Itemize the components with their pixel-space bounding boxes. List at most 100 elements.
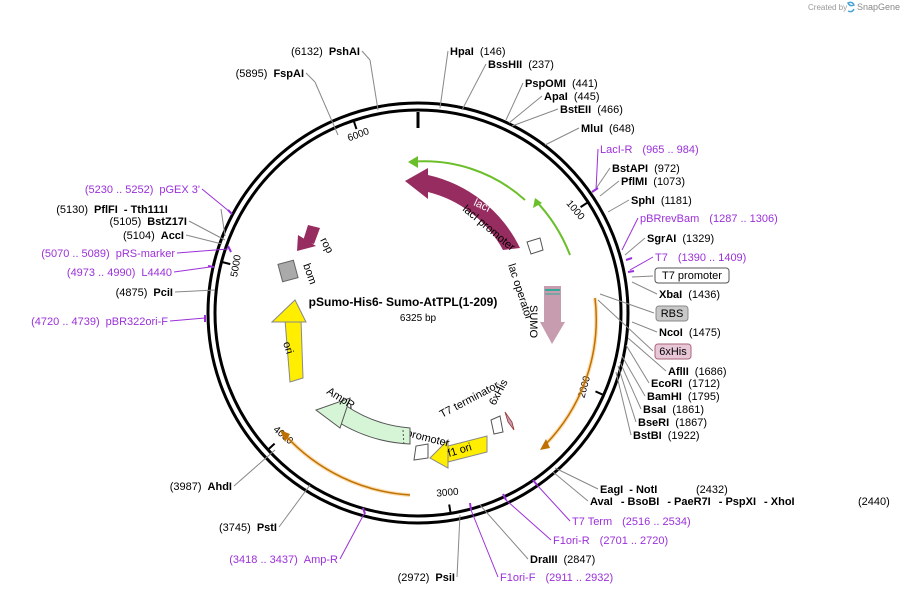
label-leader-line <box>617 365 637 423</box>
orange-arc2-halo <box>283 433 411 497</box>
lacI-arc-arrowhead <box>408 156 418 168</box>
primer-mark <box>227 209 233 215</box>
tick-mark <box>267 442 276 451</box>
feature-bom[interactable] <box>277 259 299 283</box>
primer-pGEX 3': pGEX 3' <box>159 184 200 196</box>
label-leader-line <box>631 321 658 333</box>
lacI-outer-arc <box>409 160 526 201</box>
tick-label: 5000 <box>229 254 244 278</box>
brand-app: SnapGene <box>857 2 900 12</box>
site-pos: (1475) <box>689 327 721 339</box>
plasmid-size: 6325 bp <box>400 313 437 324</box>
feature-lacI[interactable] <box>428 175 520 250</box>
label-leader-line <box>220 208 226 237</box>
primer-pos: (4720 .. 4739) <box>31 316 100 328</box>
label-leader-line <box>461 63 487 111</box>
site-SgrAI: SgrAI <box>647 233 676 245</box>
label-leader-line <box>169 317 206 322</box>
label-leader-line <box>597 299 654 352</box>
orange-arc2 <box>284 434 411 496</box>
site-BstEII: BstEII <box>560 104 591 116</box>
label-leader-line <box>624 237 646 256</box>
site-EagI: EagI <box>600 484 623 496</box>
site-pos: (3987) <box>170 481 202 493</box>
site-pos: (441) <box>572 78 598 90</box>
label-leader-line <box>174 289 216 293</box>
boxed-feature-label: 6xHis <box>659 346 687 358</box>
site-PciI: PciI <box>153 287 173 299</box>
label-leader-line <box>511 108 559 127</box>
label-leader-line <box>456 514 461 578</box>
label-leader-line <box>233 449 276 487</box>
site-NcoI: NcoI <box>659 327 683 339</box>
label-leader-line <box>369 59 379 111</box>
site-PspOMI: PspOMI <box>525 78 566 90</box>
label-layer: HpaI(146)BssHII(237)PspOMI(441)ApaI(445)… <box>31 46 890 584</box>
tick-label: 3000 <box>436 487 460 500</box>
primer-mark <box>207 265 215 268</box>
tick-mark <box>595 390 605 396</box>
feature-SUMO[interactable] <box>544 286 561 324</box>
site-AflII: AflII <box>668 366 689 378</box>
site-pos: (1181) <box>661 195 692 207</box>
site-pos: (146) <box>480 46 506 58</box>
site-pos: (1867) <box>675 417 707 429</box>
site-pos: (1436) <box>688 289 720 301</box>
site-BstBI: BstBI <box>633 430 662 442</box>
site-FspAI: FspAI <box>273 68 304 80</box>
label-leader-line <box>176 248 229 254</box>
label-leader-line <box>188 220 226 241</box>
site-pos: (648) <box>609 123 635 135</box>
label-leader-line <box>619 361 642 410</box>
boxed-feature <box>654 267 730 284</box>
site-PflFI: PflFI <box>94 204 118 216</box>
label-leader-line <box>505 82 524 121</box>
primer-pRS-marker: pRS-marker <box>116 248 176 260</box>
snapgene-logo-icon <box>846 1 856 13</box>
feature-lacI-promoter[interactable] <box>526 237 544 255</box>
primer-mark <box>532 479 538 486</box>
site-pos: (6132) <box>291 46 323 58</box>
feature-SUMO-label: SUMO <box>527 305 539 338</box>
primer-mark <box>469 502 472 511</box>
primer-pos: (2911 .. 2932) <box>545 572 613 584</box>
primer-pos: (1390 .. 1409) <box>678 252 747 264</box>
orange-arc2-arrowhead <box>280 430 290 442</box>
site-PstI: PstI <box>257 522 277 534</box>
site-PspXI: - PspXI <box>719 496 756 508</box>
primer-pos: (5070 .. 5089) <box>41 248 110 260</box>
site-pos: (1922) <box>668 430 700 442</box>
feature-AmpR-promoter[interactable] <box>413 443 429 461</box>
feature-rop[interactable] <box>303 225 320 244</box>
label-leader-line <box>536 484 571 522</box>
AmpR-divider <box>402 429 405 447</box>
SUMO-arrowhead <box>540 322 565 344</box>
label-leader-line <box>595 148 599 191</box>
feature-T7-terminator[interactable] <box>490 415 504 435</box>
boxed-feature-label: RBS <box>661 308 684 320</box>
label-leader-line <box>470 509 499 578</box>
primer-T7: T7 <box>655 252 668 264</box>
feature-ori-label: ori <box>280 340 295 355</box>
label-leader-line <box>552 471 589 502</box>
label-leader-line <box>631 275 654 278</box>
label-leader-line <box>439 50 449 109</box>
site-pos: (237) <box>528 59 554 71</box>
plasmid-name: pSumo-His6- Sumo-AtTPL(1-209) <box>309 295 498 309</box>
site-pos: (5104) <box>123 230 155 242</box>
label-lines <box>169 50 667 578</box>
orange-arc <box>544 297 598 446</box>
site-PsiI: PsiI <box>435 572 455 584</box>
site-AvaI: AvaI <box>590 496 613 508</box>
site-pos: (2440) <box>858 496 890 508</box>
tick-mark <box>352 120 358 130</box>
primer-pos: (2516 .. 2534) <box>622 516 691 528</box>
primer-mark <box>591 187 599 193</box>
label-leader-line <box>508 95 543 124</box>
site-pos: (1712) <box>688 378 720 390</box>
primer-pos: (2701 .. 2720) <box>600 535 669 547</box>
feature-6xHis[interactable] <box>504 411 515 431</box>
site-BsoBI: - BsoBI <box>621 496 660 508</box>
primer-mark <box>227 245 232 253</box>
